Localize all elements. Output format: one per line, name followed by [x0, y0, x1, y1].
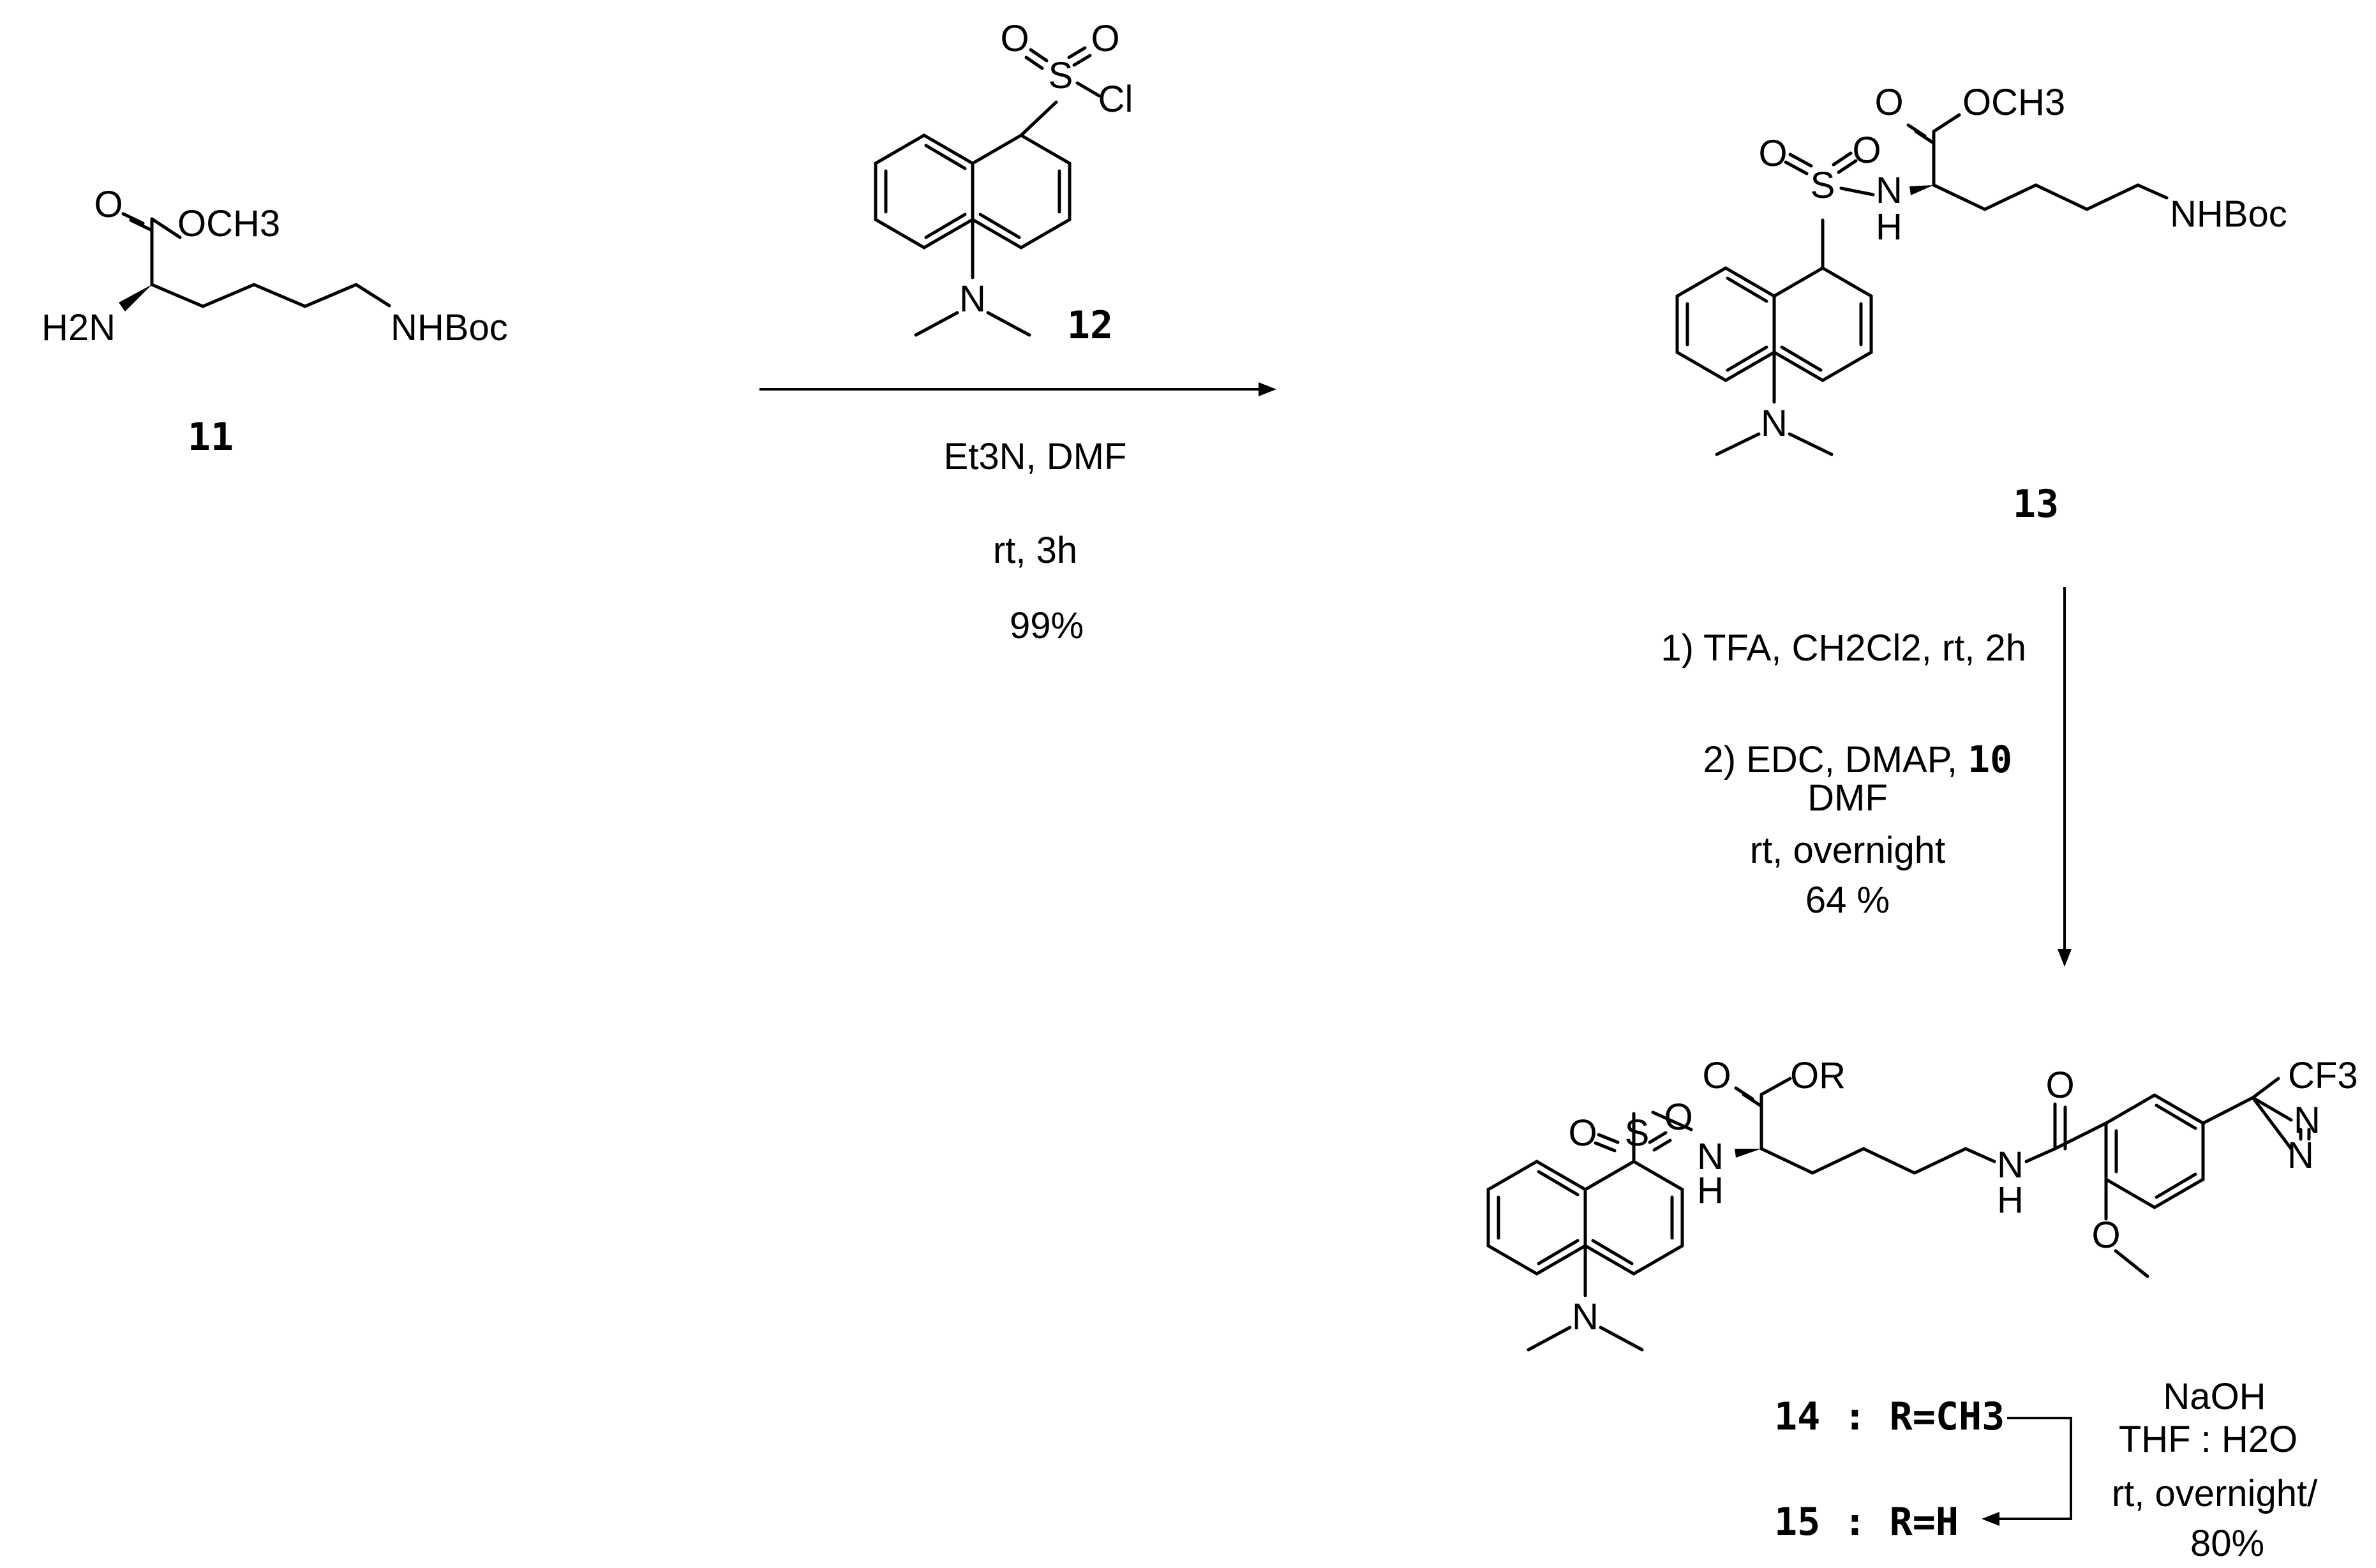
- stereo-wedge: [1909, 185, 1934, 195]
- step-1-yield: 99%: [1010, 605, 1084, 646]
- sulfonyl-oxygen-1: O: [1758, 133, 1787, 174]
- step-2-yield: 64 %: [1805, 879, 1890, 921]
- sulfonyl-oxygen-1: O: [1000, 18, 1029, 59]
- label-separator: :: [1820, 1500, 1889, 1544]
- compound-14-r-group: R=CH3: [1890, 1394, 2005, 1439]
- sulfonamide-hydrogen: H: [1876, 206, 1902, 248]
- amide-nitrogen: N: [1997, 1144, 2024, 1186]
- step-2-reagent-10: 10: [1968, 738, 2012, 781]
- step-3-solvent: THF : H2O: [2119, 1419, 2298, 1460]
- compound-13-label: 13: [2013, 482, 2059, 526]
- step-3-yield: 80%: [2190, 1523, 2264, 1564]
- trifluoromethyl-group: CF3: [2288, 1055, 2358, 1096]
- diazirine-nitrogen-2: N: [2287, 1135, 2314, 1176]
- dimethylamino-nitrogen: N: [1572, 1296, 1599, 1338]
- step-1-reagents: Et3N, DMF: [944, 436, 1127, 477]
- carbonyl-oxygen: O: [1874, 82, 1903, 123]
- sulfur-atom: S: [1625, 1112, 1650, 1154]
- step-2-conditions: rt, overnight: [1750, 830, 1945, 871]
- step-2-solvent: DMF: [1807, 777, 1888, 819]
- compound-12: O O S Cl N 12: [874, 18, 1133, 348]
- amide-oxygen: O: [2045, 1064, 2074, 1106]
- compound-15-label: 15 : R=H: [1774, 1500, 1959, 1544]
- dimethylamino-nitrogen: N: [1761, 403, 1788, 444]
- sulfur-atom: S: [1811, 165, 1835, 206]
- reaction-arrow-3: [1998, 1417, 2072, 1520]
- compound-11: O OCH3 H2N NHBoc 11: [41, 184, 508, 459]
- nhboc-group: NHBoc: [391, 307, 508, 348]
- ester-r-group: OR: [1790, 1055, 1846, 1096]
- amide-hydrogen: H: [1997, 1179, 2024, 1221]
- step-2-deprotection: 1) TFA, CH2Cl2, rt, 2h: [1661, 627, 2026, 669]
- compound-12-label: 12: [1067, 303, 1113, 348]
- diazirine-nitrogen-1: N: [2294, 1100, 2320, 1141]
- sulfonyl-oxygen-2: O: [1091, 18, 1119, 59]
- step-3: 14 : R=CH3 15 : R=H NaOH THF : H2O rt, o…: [1774, 1376, 2318, 1564]
- step-2-coupling: 2) EDC, DMAP, 10: [1703, 738, 2012, 781]
- carbonyl-oxygen: O: [94, 184, 123, 225]
- dimethylamino-nitrogen: N: [959, 278, 986, 320]
- label-separator: :: [1820, 1394, 1889, 1439]
- nhboc-group: NHBoc: [2170, 193, 2287, 235]
- compound-15-r-group: R=H: [1890, 1500, 1959, 1544]
- sulfur-atom: S: [1049, 55, 1073, 96]
- step-3-base: NaOH: [2163, 1376, 2266, 1417]
- stereo-wedge: [1735, 1149, 1761, 1158]
- sulfonamide-nitrogen: N: [1697, 1136, 1724, 1177]
- compound-15-number: 15: [1774, 1500, 1820, 1544]
- ester-group: OCH3: [1962, 82, 2065, 123]
- step-1-conditions: rt, 3h: [993, 530, 1077, 571]
- compound-14-number: 14: [1774, 1394, 1820, 1439]
- stereo-wedge: [119, 285, 152, 311]
- compound-14: O OR O O S N H O N H O CF3 N N N: [1486, 1055, 2358, 1352]
- methoxy-oxygen: O: [2091, 1214, 2120, 1256]
- sulfonamide-hydrogen: H: [1697, 1170, 1724, 1211]
- chlorine-atom: Cl: [1098, 78, 1133, 120]
- compound-13: O OCH3 O O S N H NHBoc N 13: [1675, 82, 2287, 526]
- sulfonyl-oxygen-2: O: [1852, 130, 1881, 171]
- compound-11-label: 11: [188, 415, 234, 459]
- step-1: Et3N, DMF rt, 3h 99%: [759, 382, 1276, 646]
- sulfonyl-oxygen-2: O: [1664, 1096, 1692, 1138]
- sulfonyl-oxygen-1: O: [1568, 1112, 1597, 1154]
- ester-group: OCH3: [177, 203, 280, 244]
- amine-group: H2N: [41, 307, 116, 348]
- step-3-conditions: rt, overnight/: [2112, 1473, 2318, 1514]
- compound-14-label: 14 : R=CH3: [1774, 1394, 2005, 1439]
- sulfonamide-nitrogen: N: [1876, 170, 1902, 211]
- step-2-coupling-reagents: 2) EDC, DMAP,: [1703, 739, 1968, 780]
- carbonyl-oxygen: O: [1702, 1055, 1731, 1096]
- step-2: 1) TFA, CH2Cl2, rt, 2h 2) EDC, DMAP, 10 …: [1661, 587, 2072, 967]
